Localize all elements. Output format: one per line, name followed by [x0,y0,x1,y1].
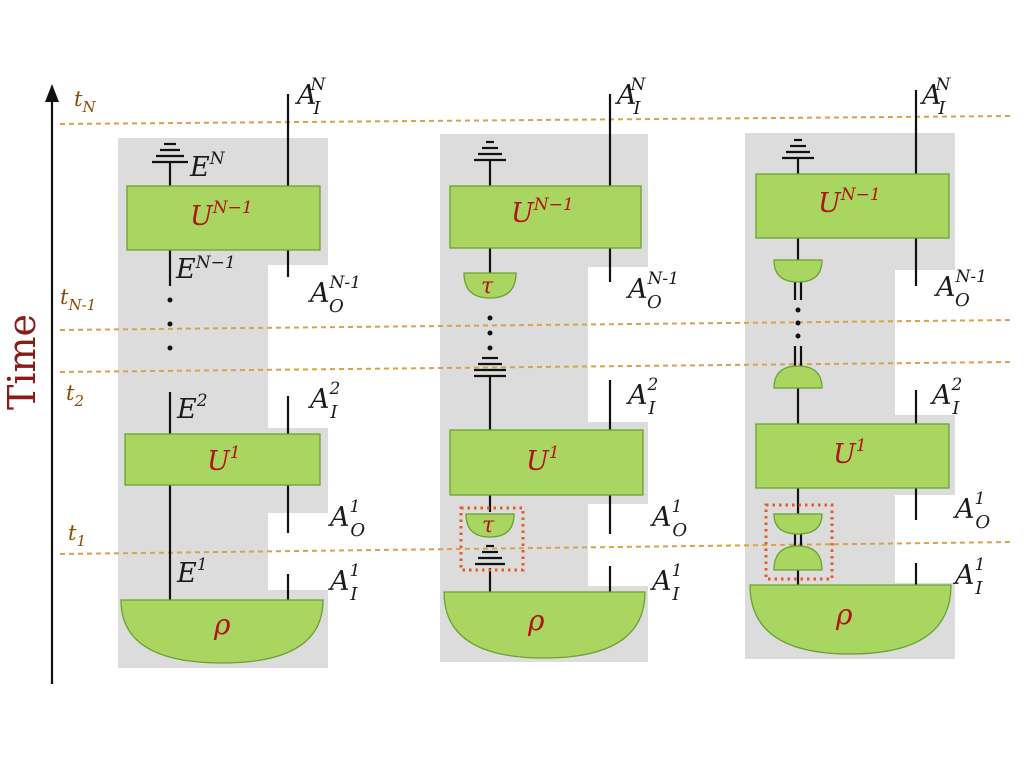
time-axis-label: Time [0,314,44,410]
measurement-effect [773,259,823,283]
trace-icon [474,356,506,378]
tau-label: τ [481,274,494,299]
unitary-label: U1 [833,436,867,470]
unitary-label: U1 [207,443,241,477]
rho-label: ρ [527,604,545,637]
rho-label: ρ [835,598,853,631]
time-label-t1: t1 [68,521,86,550]
initial-state [749,584,952,655]
prepare-icon [475,544,505,566]
tau-operation [463,272,517,299]
env-label: E1 [176,555,208,589]
unitary-label: UN−1 [190,198,253,232]
initial-state [120,599,324,664]
tau-label: τ [482,513,495,538]
env-label: EN−1 [175,253,236,285]
unitary-label: UN−1 [511,195,574,229]
time-axis-arrowhead [45,84,59,102]
highlight-box [459,506,525,572]
unitary-box [449,429,644,496]
unitary-box [126,185,321,251]
highlight-box [764,503,834,581]
unitary-box [755,173,950,239]
state-preparation [773,365,823,389]
rho-label: ρ [213,608,231,641]
tau-operation [465,513,515,538]
unitary-label: U1 [526,443,560,477]
time-guides [59,115,1013,555]
env-label: E2 [176,391,208,425]
initial-state [443,591,646,659]
trace-icon [152,142,188,164]
unitary-label: UN−1 [818,185,881,219]
time-axis: Time [0,84,59,684]
time-label-tN: tN [74,87,96,116]
trace-icon [782,138,814,160]
state-preparation [773,545,823,571]
unitary-box [755,423,950,489]
measurement-effect [773,513,823,535]
env-label: EN [189,149,226,183]
time-label-tN-1: tN-1 [60,285,96,314]
unitary-box [449,185,642,249]
trace-icon [474,140,506,162]
time-label-t2: t2 [66,381,84,410]
unitary-box [124,433,321,486]
